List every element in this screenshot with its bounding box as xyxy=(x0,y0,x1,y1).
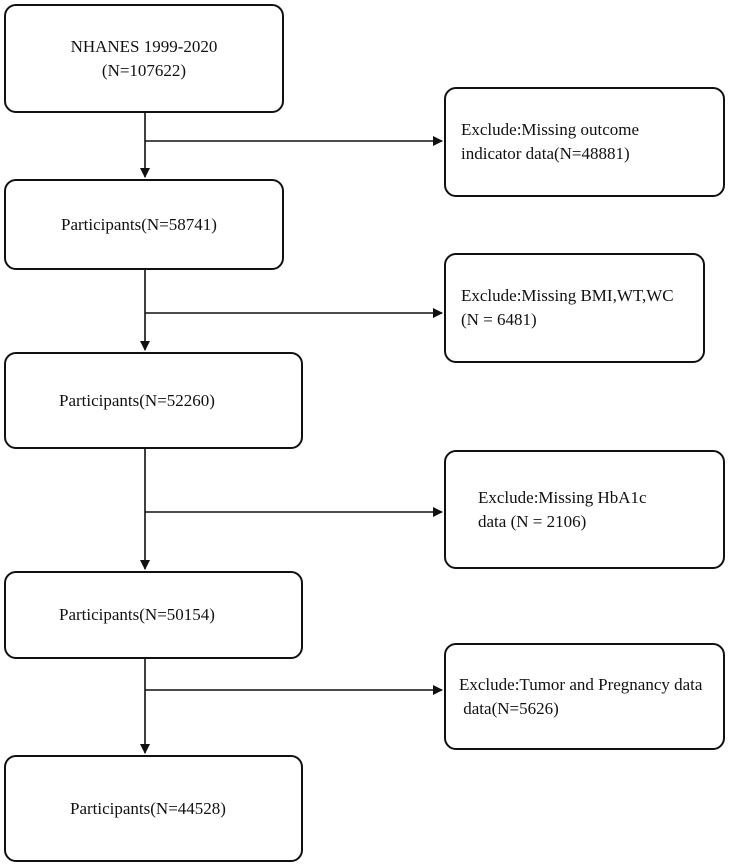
source-population-box: NHANES 1999-2020 (N=107622) xyxy=(4,4,284,113)
source-count: (N=107622) xyxy=(101,60,187,80)
exclusion-box-tumor-pregnancy: Exclude:Tumor and Pregnancy data data(N=… xyxy=(444,643,725,750)
participants-label-1: Participants(N=58741) xyxy=(61,214,217,234)
participants-box-3: Participants(N=50154) xyxy=(4,571,303,659)
exclusion-line: Exclude:Missing HbA1c xyxy=(478,487,647,507)
exclusion-line: (N = 6481) xyxy=(461,310,537,329)
final-participants-box: Participants(N=44528) xyxy=(4,755,303,862)
exclusion-line: data(N=5626) xyxy=(459,698,559,718)
exclusion-line: data (N = 2106) xyxy=(478,511,587,531)
participants-box-2: Participants(N=52260) xyxy=(4,352,303,449)
participants-label-2: Participants(N=52260) xyxy=(59,390,215,410)
exclusion-line: Exclude:Missing outcome xyxy=(461,120,640,139)
source-title: NHANES 1999-2020 xyxy=(70,36,218,56)
exclusion-box-outcome: Exclude:Missing outcome indicator data(N… xyxy=(444,87,725,197)
final-participants-label: Participants(N=44528) xyxy=(70,798,226,818)
exclusion-line: Exclude:Tumor and Pregnancy data xyxy=(459,674,703,694)
exclusion-line: indicator data(N=48881) xyxy=(461,144,630,163)
exclusion-box-hba1c: Exclude:Missing HbA1c data (N = 2106) xyxy=(444,450,725,569)
participants-box-1: Participants(N=58741) xyxy=(4,179,284,270)
participants-label-3: Participants(N=50154) xyxy=(59,605,215,624)
exclusion-box-bmi: Exclude:Missing BMI,WT,WC (N = 6481) xyxy=(444,253,705,363)
exclusion-line: Exclude:Missing BMI,WT,WC xyxy=(461,286,674,305)
